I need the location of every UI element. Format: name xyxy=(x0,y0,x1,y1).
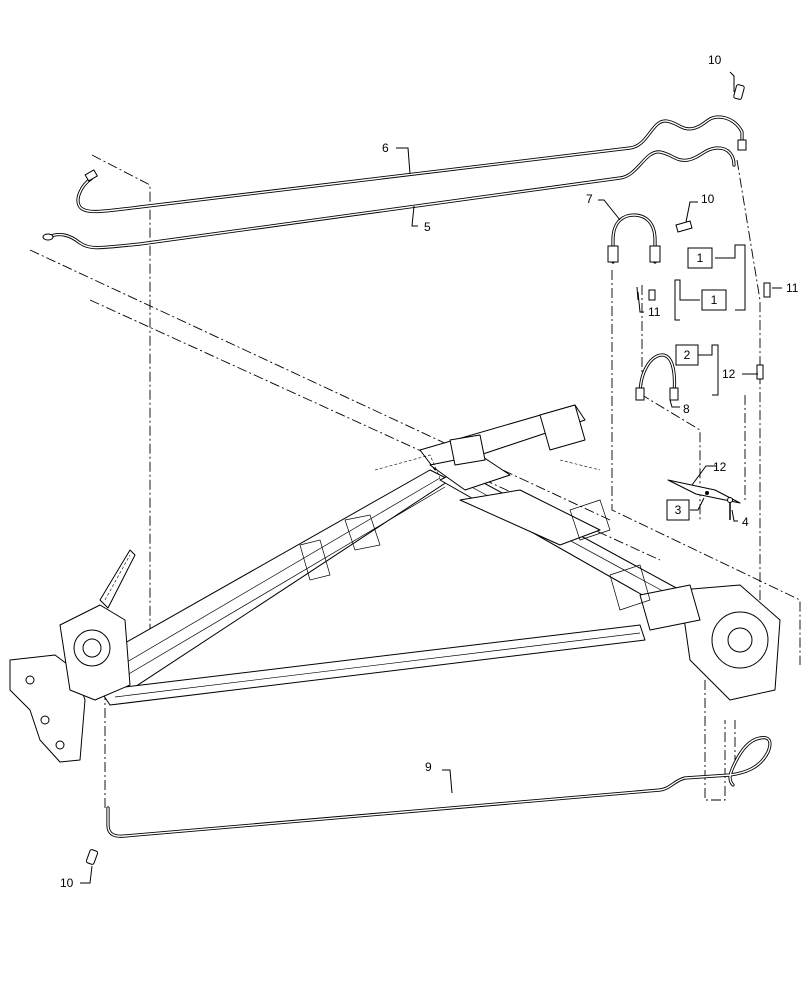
fitting-10-bottom xyxy=(85,849,99,865)
fitting-11-right xyxy=(763,282,771,298)
fitting-12-mid xyxy=(756,364,764,380)
fittings xyxy=(85,84,771,865)
callout-7: 7 xyxy=(586,192,593,206)
callout-4: 4 xyxy=(742,515,749,529)
boxed-ref-3: 3 xyxy=(666,499,690,521)
callout-9: 9 xyxy=(425,760,432,774)
callout-6: 6 xyxy=(382,141,389,155)
callout-11-right: 11 xyxy=(786,281,799,295)
callout-12-low: 12 xyxy=(713,460,727,474)
callouts: 10 6 5 7 10 11 11 12 8 12 4 9 10 xyxy=(60,53,799,890)
main-frame xyxy=(9,404,781,763)
center-lines xyxy=(29,154,801,810)
tube-6 xyxy=(76,115,747,214)
callout-12-mid: 12 xyxy=(722,367,736,381)
callout-10-bottom: 10 xyxy=(60,876,74,890)
callout-5: 5 xyxy=(424,220,431,234)
svg-text:1: 1 xyxy=(697,251,704,265)
boxed-ref-1-upper: 1 xyxy=(687,247,713,269)
bracket-plate-12 xyxy=(667,479,741,520)
hose-7 xyxy=(607,213,661,264)
callout-10-mid: 10 xyxy=(701,192,715,206)
svg-text:2: 2 xyxy=(684,348,691,362)
svg-text:3: 3 xyxy=(675,503,682,517)
hose-8 xyxy=(635,353,679,401)
tube-5 xyxy=(42,146,736,250)
boxed-ref-1-lower: 1 xyxy=(701,289,727,311)
boxed-ref-2: 2 xyxy=(675,344,699,366)
fitting-11-left xyxy=(648,289,656,301)
callout-10-top: 10 xyxy=(708,53,722,67)
fitting-10-top xyxy=(733,84,745,100)
leader-lines xyxy=(80,71,782,884)
callout-11-left: 11 xyxy=(648,305,661,319)
svg-text:1: 1 xyxy=(711,293,718,307)
tube-9 xyxy=(106,736,772,838)
callout-8: 8 xyxy=(683,402,690,416)
fitting-10-mid xyxy=(675,220,693,233)
